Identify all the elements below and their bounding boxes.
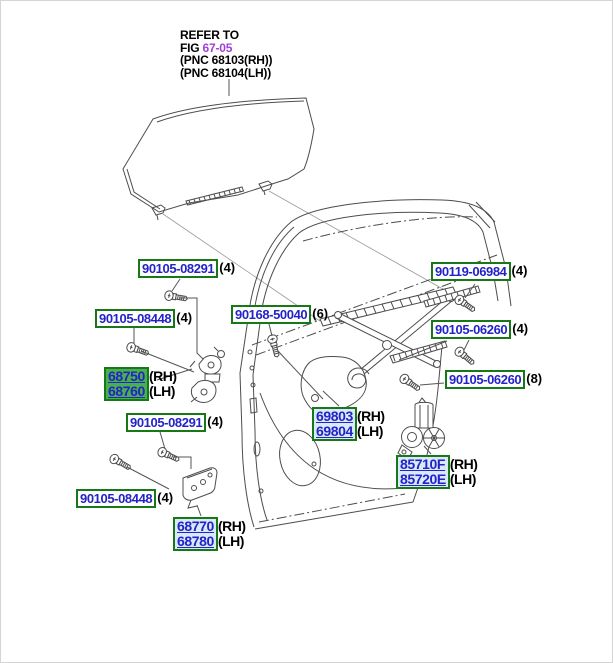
side-labels: (RH) (LH) xyxy=(357,409,385,439)
part-label-panel: 69803 69804 (RH) (LH) xyxy=(312,407,385,441)
part-label-hinge-lower-body-bolt: 90105-08291 (4) xyxy=(126,413,223,432)
part-count: (4) xyxy=(176,310,193,325)
part-number-link[interactable]: 90105-08448 xyxy=(95,309,176,328)
bolt-icon xyxy=(397,372,423,394)
part-label-channel-bolt: 90119-06984 (4) xyxy=(431,262,527,281)
side-labels: (RH) (LH) xyxy=(218,519,246,549)
side-lh: (LH) xyxy=(217,533,244,549)
part-number-link[interactable]: 90105-08291 xyxy=(138,259,219,278)
part-label-hinge-upper-door-bolt: 90105-08448 (4) xyxy=(95,309,192,328)
side-rh: (RH) xyxy=(217,518,246,534)
part-number-box[interactable]: 68770 68780 xyxy=(173,517,218,551)
window-regulator-drawing xyxy=(300,285,481,432)
bolt-icon xyxy=(155,445,182,465)
part-number-lh-link[interactable]: 69804 xyxy=(316,423,353,439)
part-count: (4) xyxy=(207,414,224,429)
lower-hinge-drawing xyxy=(182,467,218,509)
fig-prefix: FIG xyxy=(180,40,200,55)
part-count: (6) xyxy=(312,306,329,321)
upper-hinge-drawing xyxy=(189,346,225,403)
part-number-lh-link[interactable]: 68780 xyxy=(177,533,214,549)
bolt-icon xyxy=(125,340,151,359)
part-label-rail-bolt-8: 90105-06260 (8) xyxy=(445,370,542,389)
side-rh: (RH) xyxy=(356,408,385,424)
part-number-rh-link[interactable]: 68750 xyxy=(108,368,145,384)
side-lh: (LH) xyxy=(449,471,476,487)
part-number-lh-link[interactable]: 85720E xyxy=(400,471,446,487)
refer-line1: REFER TO xyxy=(180,28,239,42)
door-glass-drawing xyxy=(122,97,315,221)
part-number-lh-link[interactable]: 68760 xyxy=(108,383,145,399)
part-number-rh-link[interactable]: 85710F xyxy=(400,456,446,472)
side-rh: (RH) xyxy=(449,456,478,472)
part-label-hinge-lower-door-bolt: 90105-08448 (4) xyxy=(76,489,173,508)
part-label-hinge-upper: 68750 68760 (RH) (LH) xyxy=(104,367,177,401)
side-labels: (RH) (LH) xyxy=(450,457,478,487)
part-count: (4) xyxy=(511,263,528,278)
part-number-link[interactable]: 90105-06260 xyxy=(445,370,526,389)
part-number-link[interactable]: 90168-50040 xyxy=(231,305,312,324)
side-lh: (LH) xyxy=(356,423,383,439)
side-rh: (RH) xyxy=(148,368,177,384)
leader-lines xyxy=(126,79,476,517)
window-motor-drawing xyxy=(397,397,445,461)
pnc-lh: (PNC 68104(LH)) xyxy=(180,65,272,80)
part-count: (4) xyxy=(157,490,174,505)
part-number-link[interactable]: 90105-08291 xyxy=(126,413,207,432)
figure-reference: FIG 67-05 xyxy=(180,40,272,55)
part-number-link[interactable]: 90119-06984 xyxy=(431,262,511,281)
part-number-rh-link[interactable]: 69803 xyxy=(316,408,353,424)
bolt-icon xyxy=(163,289,189,305)
part-label-rail-bolt-4: 90105-06260 (4) xyxy=(431,320,528,339)
side-lh: (LH) xyxy=(148,383,175,399)
part-number-link[interactable]: 90105-06260 xyxy=(431,320,512,339)
part-count: (8) xyxy=(526,371,543,386)
pnc-rh: (PNC 68103(RH)) xyxy=(180,53,273,67)
part-count: (4) xyxy=(219,260,236,275)
part-label-motor: 85710F 85720E (RH) (LH) xyxy=(396,455,478,489)
part-number-rh-link[interactable]: 68770 xyxy=(177,518,214,534)
side-labels: (RH) (LH) xyxy=(149,369,177,399)
part-number-box-selected[interactable]: 68750 68760 xyxy=(104,367,149,401)
part-label-hinge-lower: 68770 68780 (RH) (LH) xyxy=(173,517,246,551)
door-shell-drawing xyxy=(239,199,512,530)
figure-link[interactable]: 67-05 xyxy=(202,40,233,55)
construction-lines xyxy=(162,190,451,322)
part-number-box[interactable]: 85710F 85720E xyxy=(396,455,450,489)
part-label-regulator-screw: 90168-50040 (6) xyxy=(231,305,328,324)
part-number-link[interactable]: 90105-08448 xyxy=(76,489,157,508)
bolt-icon xyxy=(452,293,478,315)
part-number-box[interactable]: 69803 69804 xyxy=(312,407,357,441)
part-count: (4) xyxy=(512,321,529,336)
part-label-hinge-upper-body-bolt: 90105-08291 (4) xyxy=(138,259,235,278)
bolt-icon xyxy=(107,452,134,473)
refer-note: REFER TO FIG 67-05 (PNC 68103(RH)) (PNC … xyxy=(180,28,273,80)
